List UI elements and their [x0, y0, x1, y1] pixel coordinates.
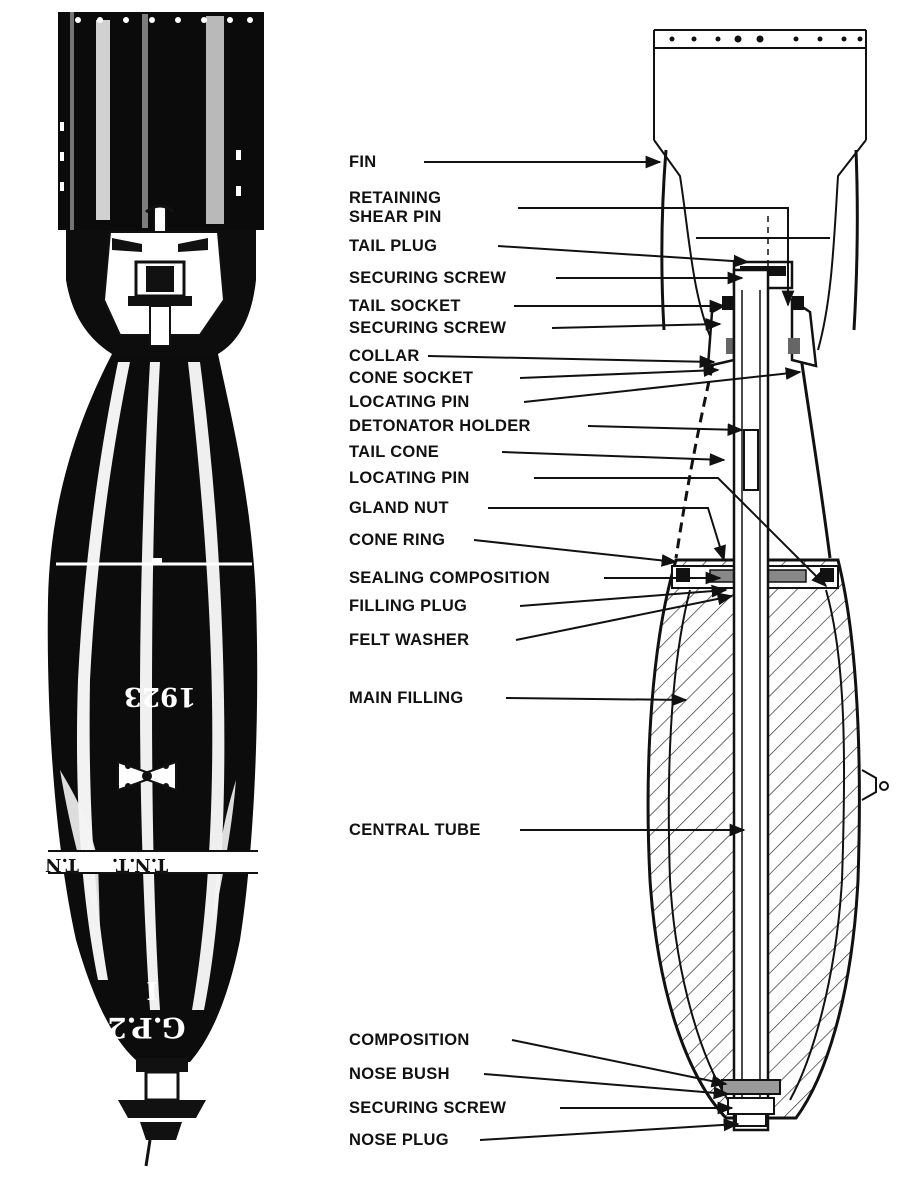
- marking-year: 1923: [124, 681, 196, 711]
- bomb-body-exterior: 1923 T.N.T. T.N G.P.25 LB I: [35, 354, 258, 1062]
- label-sealing-composition: SEALING COMPOSITION: [349, 569, 550, 587]
- label-locating-pin-lower: LOCATING PIN: [349, 469, 470, 487]
- label-detonator-holder: DETONATOR HOLDER: [349, 417, 531, 435]
- label-fin: FIN: [349, 153, 377, 171]
- leader-lines: [424, 155, 828, 1141]
- label-retaining-shear-pin-line1: RETAINING: [349, 189, 442, 207]
- label-felt-washer: FELT WASHER: [349, 631, 470, 649]
- label-cone-ring: CONE RING: [349, 531, 446, 549]
- label-cone-socket: CONE SOCKET: [349, 369, 474, 387]
- label-composition: COMPOSITION: [349, 1031, 470, 1049]
- label-securing-screw-upper: SECURING SCREW: [349, 269, 507, 287]
- label-filling-plug: FILLING PLUG: [349, 597, 468, 615]
- marking-fill: T.N.T.: [112, 854, 168, 875]
- label-tail-plug: TAIL PLUG: [349, 237, 438, 255]
- label-collar: COLLAR: [349, 347, 420, 365]
- label-securing-screw-lower: SECURING SCREW: [349, 1099, 507, 1117]
- tail-cone-exterior: [66, 204, 256, 354]
- suspension-lug: [117, 760, 177, 792]
- label-main-filling: MAIN FILLING: [349, 689, 464, 707]
- side-lug: [861, 769, 889, 801]
- sectional-view: [646, 29, 889, 1132]
- label-tail-cone: TAIL CONE: [349, 443, 440, 461]
- marking-mark: I: [146, 976, 157, 1005]
- exterior-view: 1923 T.N.T. T.N G.P.25 LB I: [35, 12, 264, 1167]
- label-gland-nut: GLAND NUT: [349, 499, 449, 517]
- label-retaining-shear-pin-line2: SHEAR PIN: [349, 208, 442, 226]
- central-tube-section: [732, 268, 770, 1132]
- nose-fittings: [721, 1079, 781, 1127]
- label-nose-plug: NOSE PLUG: [349, 1131, 449, 1149]
- marking-designation: G.P.25 LB: [35, 1011, 186, 1044]
- label-central-tube: CENTRAL TUBE: [349, 821, 481, 839]
- marking-fill-repeat: T.N: [45, 854, 79, 875]
- label-nose-bush: NOSE BUSH: [349, 1065, 450, 1083]
- label-locating-pin-upper: LOCATING PIN: [349, 393, 470, 411]
- label-securing-screw-middle: SECURING SCREW: [349, 319, 507, 337]
- tail-fin-drum: [58, 12, 264, 230]
- nose-fuze-exterior: [118, 1058, 206, 1167]
- label-tail-socket: TAIL SOCKET: [349, 297, 461, 315]
